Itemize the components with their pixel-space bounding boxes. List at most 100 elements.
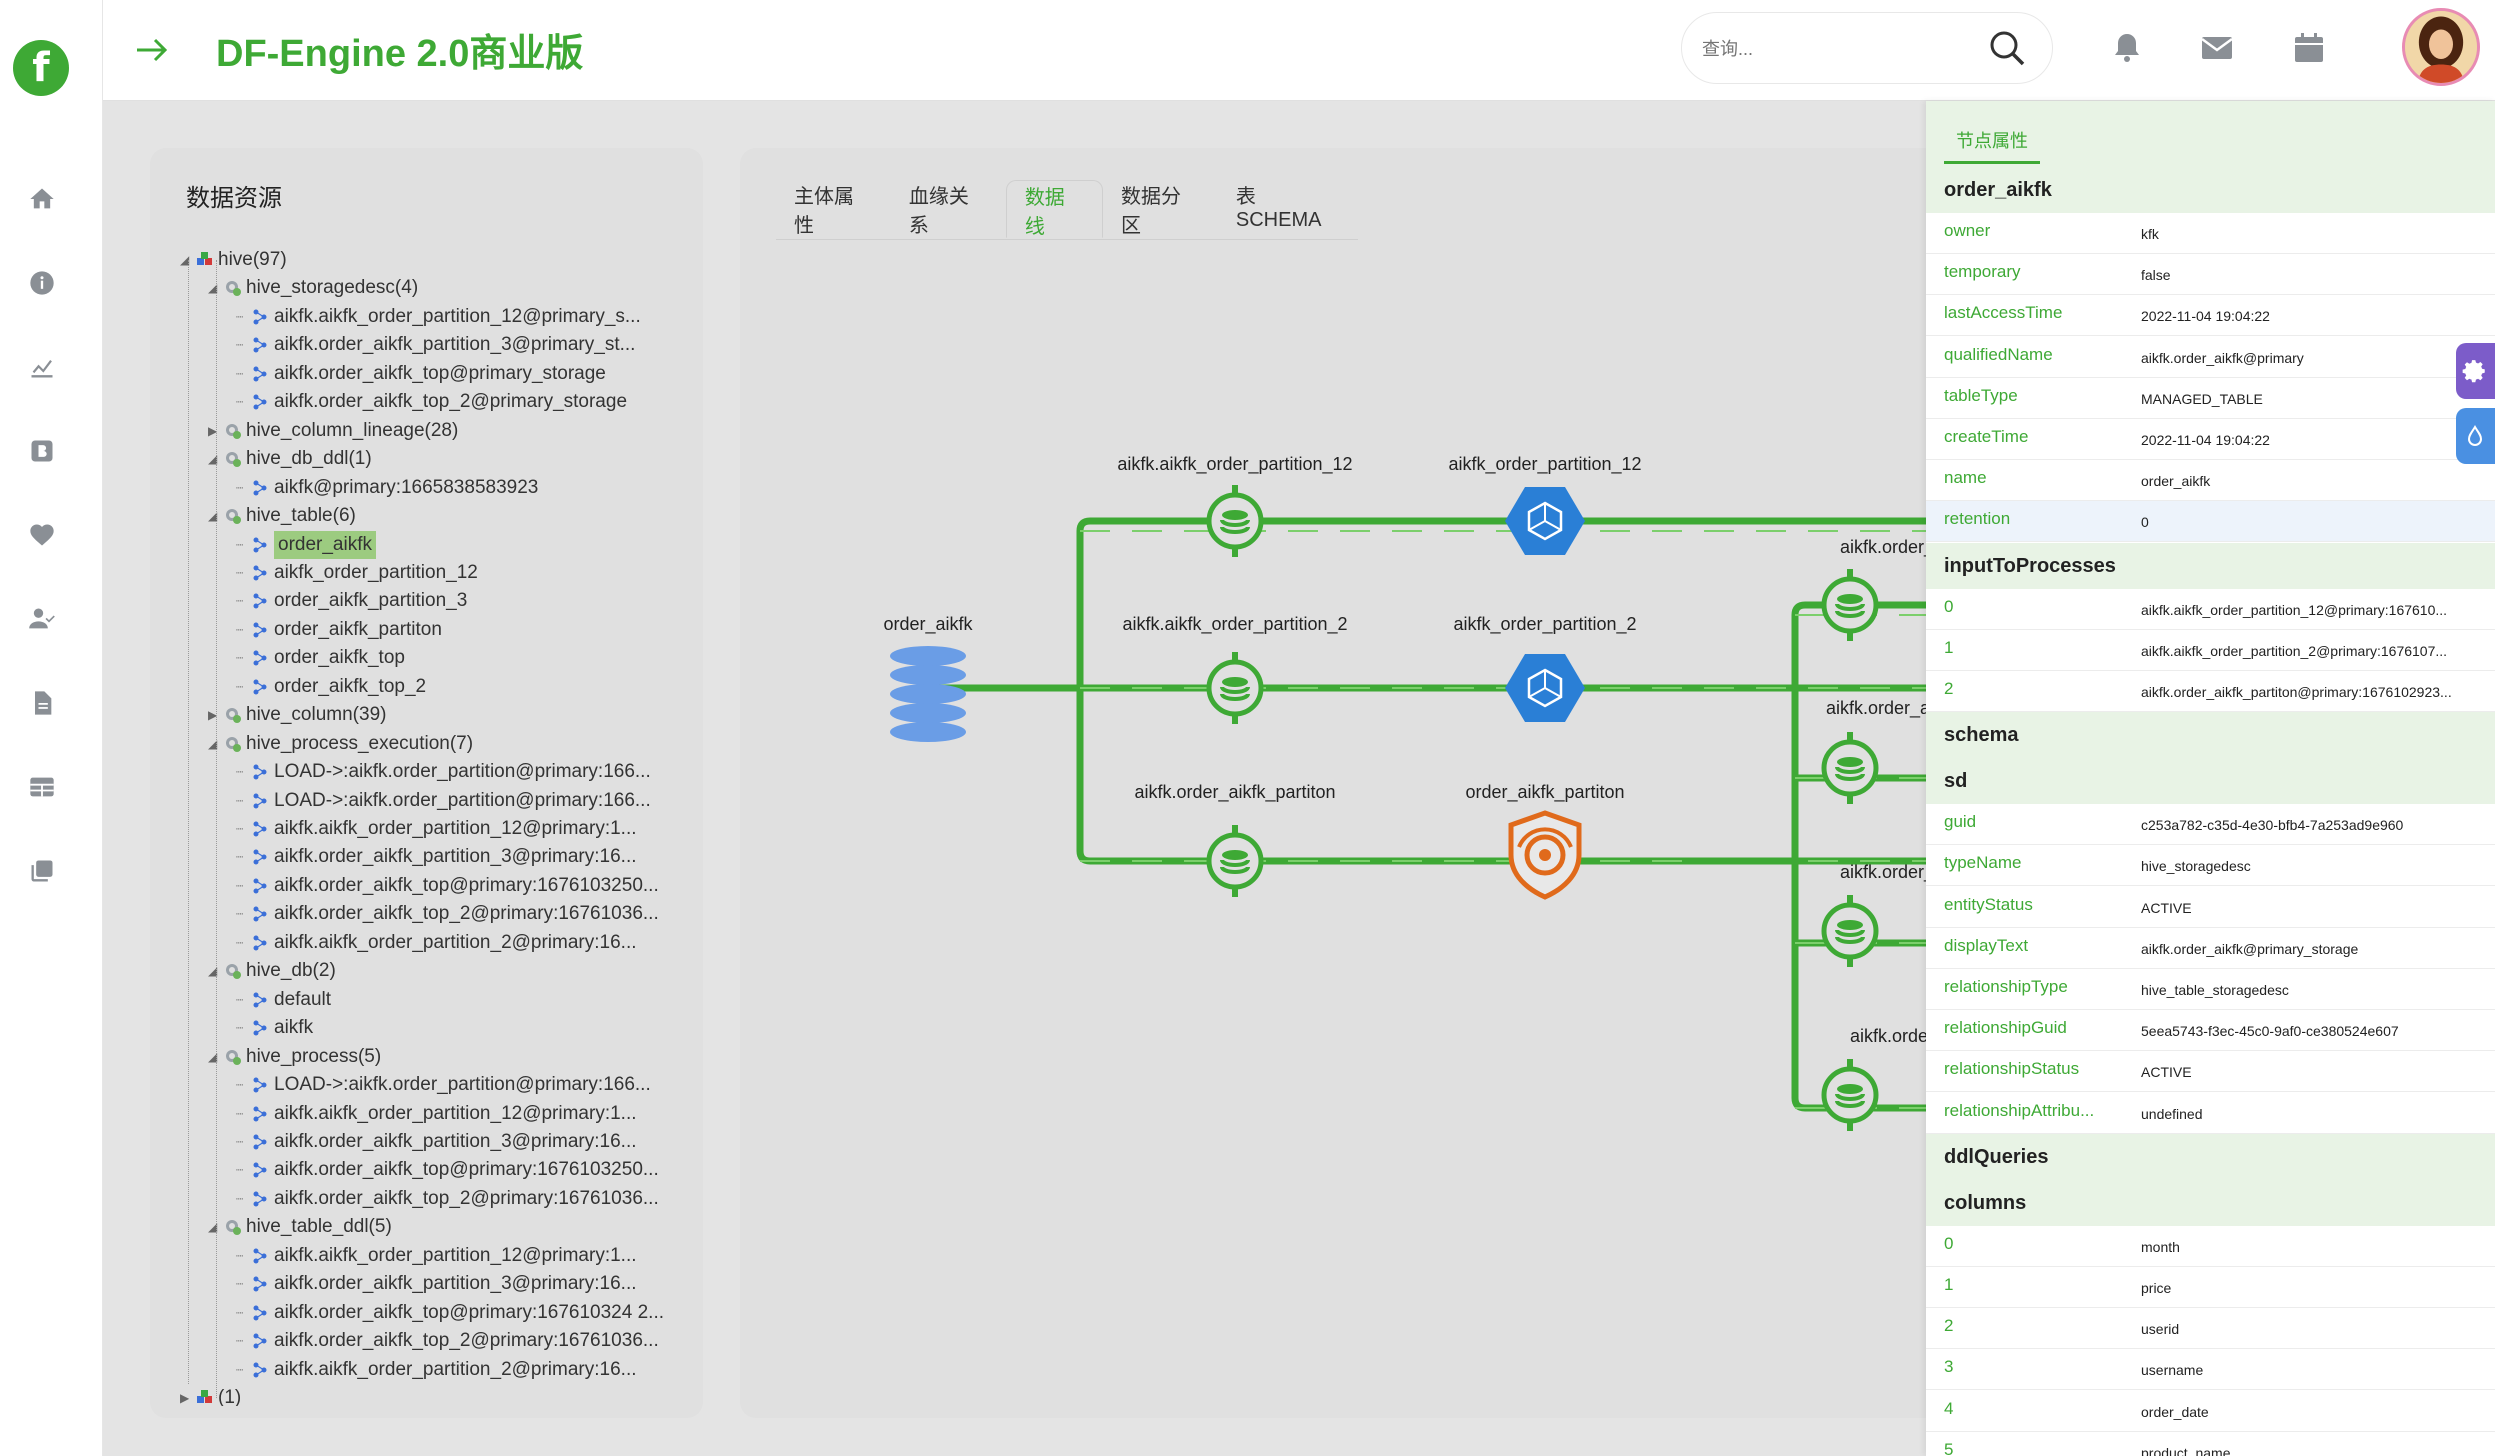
tree-entity-item[interactable]: ┈aikfk.aikfk_order_partition_12@primary:… xyxy=(236,1242,637,1270)
tree-entity-item[interactable]: ┈order_aikfk_top xyxy=(236,644,405,672)
tree-root[interactable]: ◢hive(97) xyxy=(180,246,287,274)
caret-right-icon[interactable]: ▶ xyxy=(208,708,218,723)
tree-entity-item[interactable]: ┈aikfk.order_aikfk_partition_3@primary:1… xyxy=(236,843,637,871)
node-process-1[interactable]: aikfk.aikfk_order_partition_12 xyxy=(1117,454,1353,557)
info-icon[interactable] xyxy=(26,267,58,299)
tree-item-label: default xyxy=(274,988,332,1010)
tree-entity-item[interactable]: ┈aikfk.aikfk_order_partition_2@primary:1… xyxy=(236,1356,637,1384)
tree-type-folder[interactable]: ◢hive_storagedesc(4) xyxy=(208,274,418,302)
tree-entity-item[interactable]: ┈LOAD->:aikfk.order_partition@primary:16… xyxy=(236,787,651,815)
tab-lineage[interactable]: 血缘关系 xyxy=(908,186,969,237)
node-target-3[interactable]: order_aikfk_partiton xyxy=(1465,782,1625,897)
tree-entity-item[interactable]: ┈aikfk.aikfk_order_partition_12@primary:… xyxy=(236,1100,637,1128)
tree-entity-item[interactable]: ┈LOAD->:aikfk.order_partition@primary:16… xyxy=(236,1071,651,1099)
tree-entity-item[interactable]: ┈aikfk.aikfk_order_partition_12@primary:… xyxy=(236,815,637,843)
tab-table-schema[interactable]: 表SCHEMA xyxy=(1235,186,1322,231)
copy-icon[interactable] xyxy=(26,855,58,887)
tree-connector: ┈ xyxy=(236,1334,244,1349)
section-entity-name: order_aikfk xyxy=(1926,167,2495,213)
tree-entity-item[interactable]: ┈aikfk.order_aikfk_top@primary:167610324… xyxy=(236,1299,664,1327)
document-icon[interactable] xyxy=(26,687,58,719)
tree-entity-item[interactable]: ┈aikfk.order_aikfk_top_2@primary_storage xyxy=(236,388,627,416)
caret-down-icon[interactable]: ◢ xyxy=(180,253,190,267)
tree-entity-item[interactable]: ┈order_aikfk_top_2 xyxy=(236,673,426,701)
tree-entity-item[interactable]: ┈aikfk_order_partition_12 xyxy=(236,559,478,587)
tree-entity-item[interactable]: ┈aikfk.order_aikfk_partition_3@primary:1… xyxy=(236,1128,637,1156)
tree-type-folder[interactable]: ◢hive_db(2) xyxy=(208,957,336,985)
tree-root[interactable]: ▶(1) xyxy=(180,1384,241,1406)
caret-down-icon[interactable]: ◢ xyxy=(208,1220,218,1235)
caret-down-icon[interactable]: ◢ xyxy=(208,1049,218,1064)
caret-down-icon[interactable]: ◢ xyxy=(208,736,218,751)
search-input[interactable] xyxy=(1702,35,1962,63)
app-logo[interactable]: f xyxy=(13,40,69,96)
caret-down-icon[interactable]: ◢ xyxy=(208,452,218,467)
tree-entity-item[interactable]: ┈LOAD->:aikfk.order_partition@primary:16… xyxy=(236,758,651,786)
entity-node-icon xyxy=(252,1105,274,1123)
node-target-1[interactable]: aikfk_order_partition_12 xyxy=(1448,454,1642,557)
user-avatar[interactable] xyxy=(2402,8,2480,86)
tab-node-properties[interactable]: 节点属性 xyxy=(1944,127,2040,164)
tree-entity-item[interactable]: ┈aikfk.order_aikfk_top_2@primary:1676103… xyxy=(236,1327,659,1355)
bold-icon[interactable] xyxy=(26,435,58,467)
table-icon[interactable] xyxy=(26,771,58,803)
entity-node-icon xyxy=(252,479,274,497)
node-downstream-3[interactable]: aikfk.order_aikfk_top xyxy=(1824,862,1940,967)
tree-entity-item[interactable]: ┈aikfk.aikfk_order_partition_12@primary_… xyxy=(236,303,641,331)
property-value: ACTIVE xyxy=(2141,899,2192,916)
tab-entity-attributes[interactable]: 主体属性 xyxy=(794,186,854,237)
tree-entity-item[interactable]: ┈order_aikfk_partiton xyxy=(236,616,442,644)
tree-entity-item[interactable]: ┈aikfk.order_aikfk_top@primary:167610325… xyxy=(236,1156,659,1184)
tree-type-folder[interactable]: ◢hive_table_ddl(5) xyxy=(208,1213,392,1241)
tree-entity-item[interactable]: ┈default xyxy=(236,986,331,1014)
tree-type-folder[interactable]: ◢hive_db_ddl(1) xyxy=(208,445,372,473)
tree-type-folder[interactable]: ◢hive_process_execution(7) xyxy=(208,730,473,758)
tree-guide-line xyxy=(216,260,217,1398)
property-key: retention xyxy=(1944,509,2011,529)
caret-down-icon[interactable]: ◢ xyxy=(208,281,218,296)
tree-entity-item[interactable]: ┈aikfk.aikfk_order_partition_2@primary:1… xyxy=(236,929,637,957)
chart-icon[interactable] xyxy=(26,351,58,383)
calendar-icon[interactable] xyxy=(2291,30,2327,66)
tree-entity-item[interactable]: ┈aikfk.order_aikfk_partition_3@primary_s… xyxy=(236,331,635,359)
user-check-icon[interactable] xyxy=(26,603,58,635)
node-downstream-1[interactable]: aikfk.order_aikfk_top xyxy=(1824,537,1940,641)
node-source-db[interactable]: order_aikfk xyxy=(883,614,974,742)
node-downstream-2[interactable]: aikfk.order_aikfk_partiti xyxy=(1824,698,1940,804)
tree-entity-item[interactable]: ┈aikfk xyxy=(236,1014,313,1042)
tree-entity-item[interactable]: ┈aikfk.order_aikfk_top@primary_storage xyxy=(236,360,606,388)
caret-down-icon[interactable]: ◢ xyxy=(208,509,218,524)
bell-icon[interactable] xyxy=(2109,30,2145,66)
tree-entity-item[interactable]: ┈aikfk.order_aikfk_top_2@primary:1676103… xyxy=(236,1185,659,1213)
lineage-graph[interactable]: order_aikfk aikfk.aikfk_order_partition_… xyxy=(740,148,1940,1418)
tree-type-folder[interactable]: ▶hive_column(39) xyxy=(208,701,386,729)
tab-data-line[interactable]: 数据线 xyxy=(1005,180,1103,238)
tab-data-partition[interactable]: 数据分区 xyxy=(1120,186,1181,237)
home-icon[interactable] xyxy=(26,183,58,215)
caret-down-icon[interactable]: ◢ xyxy=(208,964,218,979)
caret-right-icon[interactable]: ▶ xyxy=(180,1391,190,1405)
tree-entity-item[interactable]: ┈aikfk.order_aikfk_top_2@primary:1676103… xyxy=(236,900,659,928)
heart-icon[interactable] xyxy=(26,519,58,551)
node-target-2[interactable]: aikfk_order_partition_2 xyxy=(1453,614,1637,724)
tree-entity-item[interactable]: ┈aikfk.order_aikfk_top@primary:167610325… xyxy=(236,872,659,900)
node-process-3[interactable]: aikfk.order_aikfk_partiton xyxy=(1134,782,1336,897)
tree-entity-item[interactable]: ┈aikfk@primary:1665838583923 xyxy=(236,474,538,502)
mail-icon[interactable] xyxy=(2199,30,2235,66)
search-icon[interactable] xyxy=(1986,27,2028,69)
tree-type-folder[interactable]: ▶hive_column_lineage(28) xyxy=(208,417,458,445)
arrow-right-icon[interactable] xyxy=(133,32,173,68)
caret-right-icon[interactable]: ▶ xyxy=(208,423,218,438)
tree-entity-item[interactable]: ┈order_aikfk xyxy=(236,530,376,559)
tree-type-folder[interactable]: ◢hive_table(6) xyxy=(208,502,356,530)
tree-entity-item[interactable]: ┈order_aikfk_partition_3 xyxy=(236,587,467,615)
node-downstream-4[interactable]: aikfk.order_aikfk_to xyxy=(1824,1026,1940,1131)
node-process-2[interactable]: aikfk.aikfk_order_partition_2 xyxy=(1122,614,1348,724)
tree-entity-item[interactable]: ┈aikfk.order_aikfk_partition_3@primary:1… xyxy=(236,1270,637,1298)
property-key: relationshipGuid xyxy=(1944,1018,2067,1038)
settings-float-button[interactable] xyxy=(2456,343,2495,399)
property-key: relationshipAttribu... xyxy=(1944,1100,2095,1120)
tree-type-folder[interactable]: ◢hive_process(5) xyxy=(208,1043,381,1071)
theme-float-button[interactable] xyxy=(2456,408,2495,464)
